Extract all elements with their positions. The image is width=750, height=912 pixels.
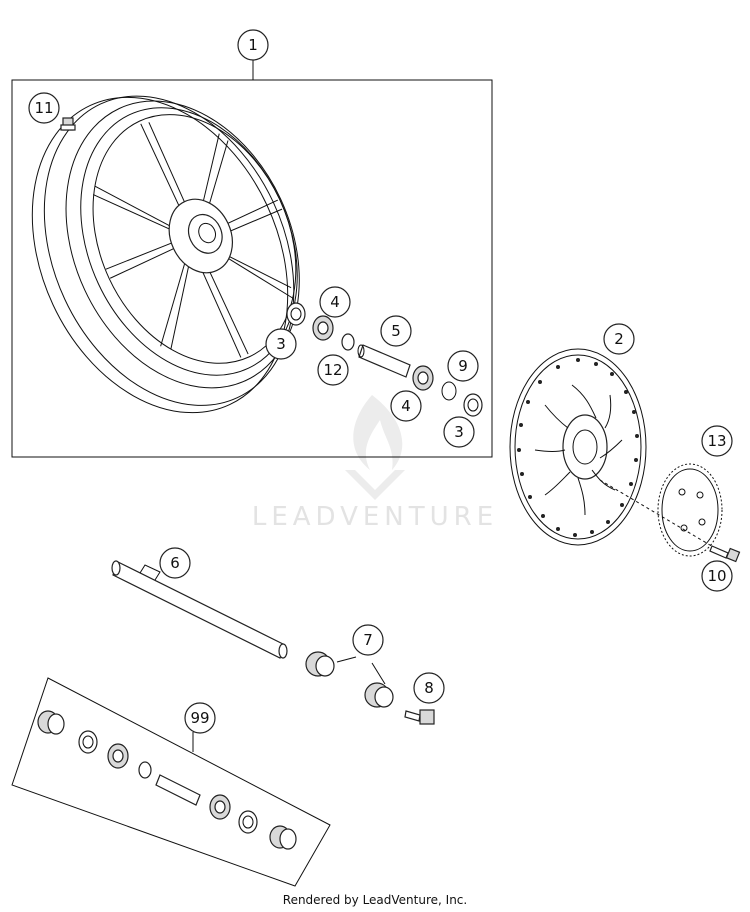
svg-text:10: 10 bbox=[707, 567, 726, 585]
leader-line-7a bbox=[336, 656, 357, 663]
wheel-assembly-frame bbox=[11, 79, 493, 458]
callout-11: 11 bbox=[28, 92, 60, 124]
svg-text:7: 7 bbox=[363, 631, 373, 649]
svg-text:5: 5 bbox=[391, 322, 401, 340]
spacer-sleeve-5[interactable] bbox=[357, 344, 411, 378]
svg-text:4: 4 bbox=[401, 397, 411, 415]
svg-text:6: 6 bbox=[170, 554, 180, 572]
bearing-4b[interactable] bbox=[412, 365, 434, 391]
svg-text:8: 8 bbox=[424, 679, 434, 697]
svg-text:99: 99 bbox=[190, 709, 209, 727]
callout-1: 1 bbox=[237, 29, 269, 61]
axle-bolt-8[interactable] bbox=[404, 709, 435, 725]
callout-12: 12 bbox=[317, 354, 349, 386]
callout-6: 6 bbox=[159, 547, 191, 579]
footer-credit: Rendered by LeadVenture, Inc. bbox=[283, 893, 467, 907]
svg-text:3: 3 bbox=[454, 423, 464, 441]
circlip-9[interactable] bbox=[441, 381, 457, 401]
watermark-logo-icon bbox=[345, 395, 405, 500]
svg-text:11: 11 bbox=[34, 99, 53, 117]
bolt-10[interactable] bbox=[709, 545, 741, 563]
callout-2: 2 bbox=[603, 323, 635, 355]
bearing-seal-3b[interactable] bbox=[463, 393, 483, 417]
callout-4b: 4 bbox=[390, 390, 422, 422]
spacer-7b[interactable] bbox=[364, 682, 394, 708]
leader-line-7b bbox=[371, 662, 386, 685]
callout-7: 7 bbox=[352, 624, 384, 656]
watermark-text: LEADVENTURE bbox=[252, 502, 498, 532]
bearing-seal-3a[interactable] bbox=[286, 302, 306, 326]
front-wheel[interactable] bbox=[0, 49, 350, 454]
valve-part-11[interactable] bbox=[60, 117, 76, 131]
bearing-4a[interactable] bbox=[312, 315, 334, 341]
svg-text:9: 9 bbox=[458, 357, 468, 375]
ring-12[interactable] bbox=[341, 333, 355, 351]
svg-text:13: 13 bbox=[707, 432, 726, 450]
svg-text:2: 2 bbox=[614, 330, 624, 348]
brake-disc-2[interactable] bbox=[509, 348, 647, 546]
axle-6[interactable] bbox=[111, 560, 288, 659]
bolt-axis-line bbox=[599, 479, 716, 549]
abs-tone-ring-13[interactable] bbox=[657, 463, 723, 557]
svg-text:1: 1 bbox=[248, 36, 258, 54]
callout-9: 9 bbox=[447, 350, 479, 382]
spacer-7a[interactable] bbox=[305, 651, 335, 677]
callout-10: 10 bbox=[701, 560, 733, 592]
callout-13: 13 bbox=[701, 425, 733, 457]
callout-99: 99 bbox=[184, 702, 216, 734]
callout-3b: 3 bbox=[443, 416, 475, 448]
callout-4a: 4 bbox=[319, 286, 351, 318]
svg-text:12: 12 bbox=[323, 361, 342, 379]
svg-text:3: 3 bbox=[276, 335, 286, 353]
svg-text:4: 4 bbox=[330, 293, 340, 311]
callout-3a: 3 bbox=[265, 328, 297, 360]
callout-8: 8 bbox=[413, 672, 445, 704]
kit-frame bbox=[11, 677, 331, 887]
watermark: LEADVENTURE bbox=[252, 395, 498, 532]
kit-parts[interactable] bbox=[37, 710, 297, 850]
callout-5: 5 bbox=[380, 315, 412, 347]
